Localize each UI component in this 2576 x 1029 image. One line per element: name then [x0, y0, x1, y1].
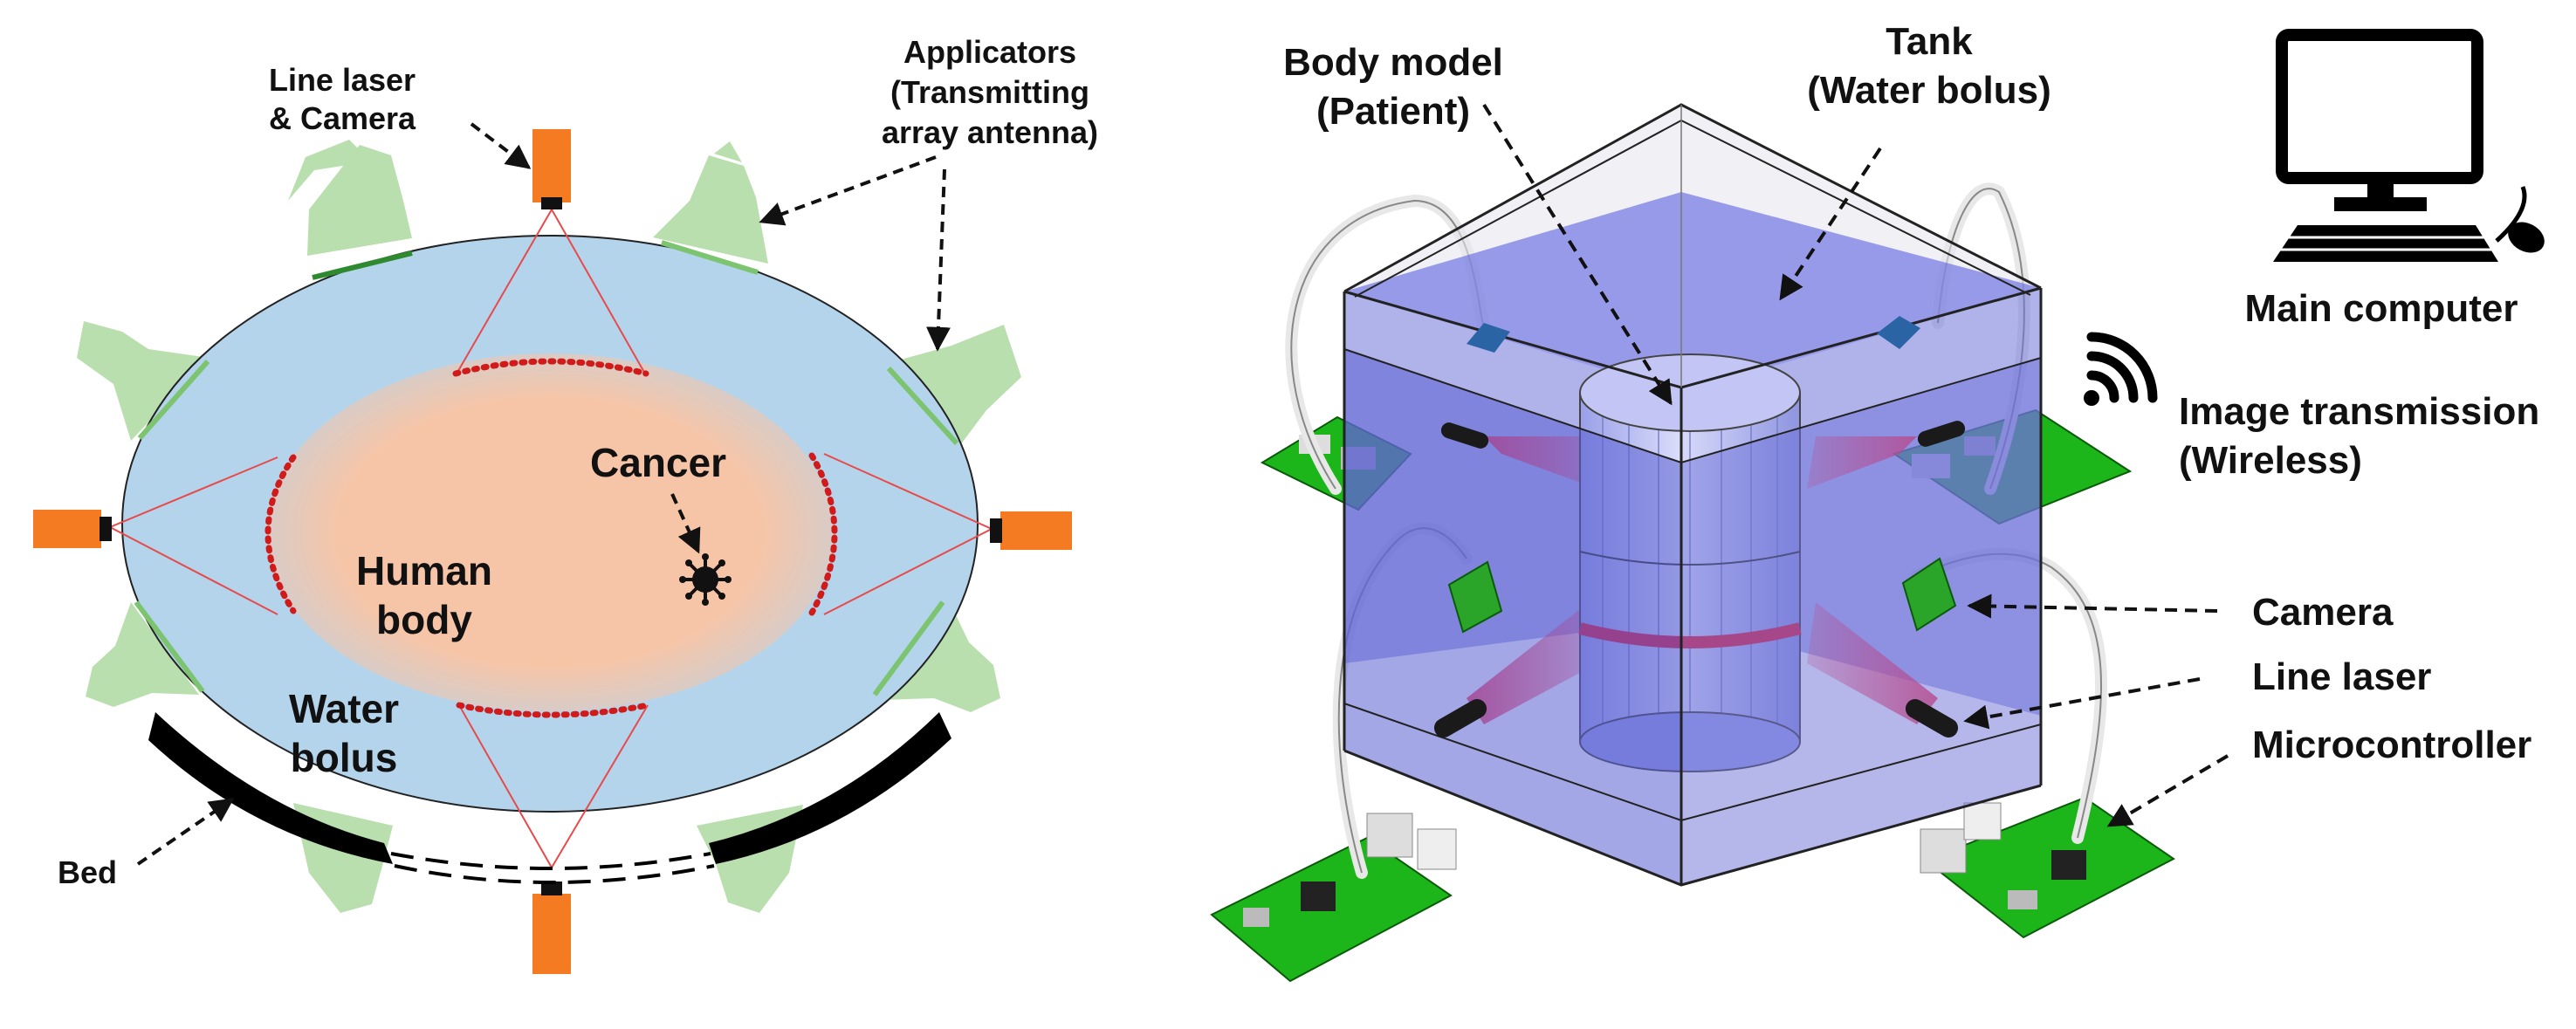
applicator-antenna [86, 602, 199, 707]
arrow-line-laser-camera [470, 122, 532, 169]
laser-camera-device-top [532, 129, 571, 202]
cancer-icon [679, 553, 732, 606]
label-body-model-line2: (Patient) [1316, 90, 1470, 133]
label-human-body-line1: Human [356, 548, 492, 593]
wireless-icon [2084, 332, 2158, 406]
applicator-antenna [653, 155, 768, 264]
applicator-antenna [714, 141, 742, 162]
applicator-antenna [288, 140, 371, 201]
microcontroller-board-front-right [1920, 796, 2175, 939]
tank-water-front-right [1681, 358, 2041, 885]
tank-water-surface [1344, 192, 2041, 393]
scanned-boundary-dots [264, 358, 838, 718]
label-camera: Camera [2252, 591, 2394, 634]
callout-arrows-right [1482, 103, 2229, 827]
cross-section-panel: Line laser & Camera Applicators (Transmi… [33, 34, 1098, 974]
tank-edges [1343, 103, 2043, 887]
applicator-antennas [77, 140, 1021, 913]
label-applicators-line1: Applicators [903, 34, 1076, 70]
camera-modules [1447, 316, 1957, 634]
applicator-antenna [882, 325, 1021, 445]
tank [1343, 103, 2043, 887]
line-laser-module [1917, 421, 1966, 447]
label-human-body-line2: body [376, 597, 472, 642]
laser-camera-device-right [1000, 511, 1072, 550]
label-line-laser-camera-line1: Line laser [269, 62, 416, 98]
human-body-region [266, 353, 834, 711]
label-line-laser-camera-line2: & Camera [269, 100, 416, 136]
applicator-contact-edges [134, 240, 959, 696]
label-bed: Bed [58, 854, 117, 890]
callout-arrows-left [136, 122, 951, 866]
camera-module [1901, 557, 1957, 632]
camera-module [1447, 560, 1503, 634]
label-tank-line2: (Water bolus) [1807, 69, 2050, 112]
label-body-model-line1: Body model [1283, 41, 1503, 84]
arrow-bed [136, 798, 235, 866]
bed [148, 712, 951, 884]
monitor-icon [2273, 29, 2545, 262]
line-laser-modules [1433, 421, 1966, 737]
label-main-computer: Main computer [2245, 287, 2518, 330]
label-water-bolus-line1: Water [289, 686, 399, 731]
microcontroller-board-front-left [1210, 813, 1457, 983]
applicator-antenna [878, 599, 1000, 712]
arrow-applicators-top [759, 155, 937, 226]
label-tank-line1: Tank [1886, 20, 1973, 63]
laser-fan-lines [109, 209, 993, 868]
arrow-tank [1779, 147, 1882, 301]
label-image-transmission-line2: (Wireless) [2179, 439, 2362, 482]
apparatus-labels: Body model (Patient) Tank (Water bolus) … [1283, 20, 2539, 766]
cross-section-labels: Line laser & Camera Applicators (Transmi… [58, 34, 1098, 890]
laser-camera-device-left [33, 510, 101, 548]
line-laser-camera-devices [33, 129, 1072, 974]
label-line-laser: Line laser [2252, 655, 2431, 698]
label-cancer: Cancer [590, 440, 726, 485]
arrow-microcontroller [2106, 754, 2229, 827]
apparatus-panel: Body model (Patient) Tank (Water bolus) … [1210, 20, 2545, 983]
applicator-antenna [77, 321, 210, 441]
tank-water-front-left [1344, 349, 1681, 885]
arrow-camera [1967, 593, 2218, 619]
laser-camera-device-bottom [532, 894, 571, 974]
line-laser-module [1905, 699, 1959, 737]
label-microcontroller: Microcontroller [2252, 724, 2531, 766]
line-laser-module [1433, 699, 1487, 737]
arrow-cancer [670, 493, 701, 554]
applicator-antenna [307, 145, 412, 256]
line-laser-module [1440, 422, 1489, 449]
tank-glass-upper [1344, 105, 2041, 292]
arrow-applicators-right [925, 168, 951, 352]
label-applicators-line2: (Transmitting [890, 74, 1089, 110]
label-water-bolus-line2: bolus [291, 735, 398, 780]
label-applicators-line3: array antenna) [882, 114, 1098, 150]
label-image-transmission-line1: Image transmission [2179, 390, 2539, 433]
